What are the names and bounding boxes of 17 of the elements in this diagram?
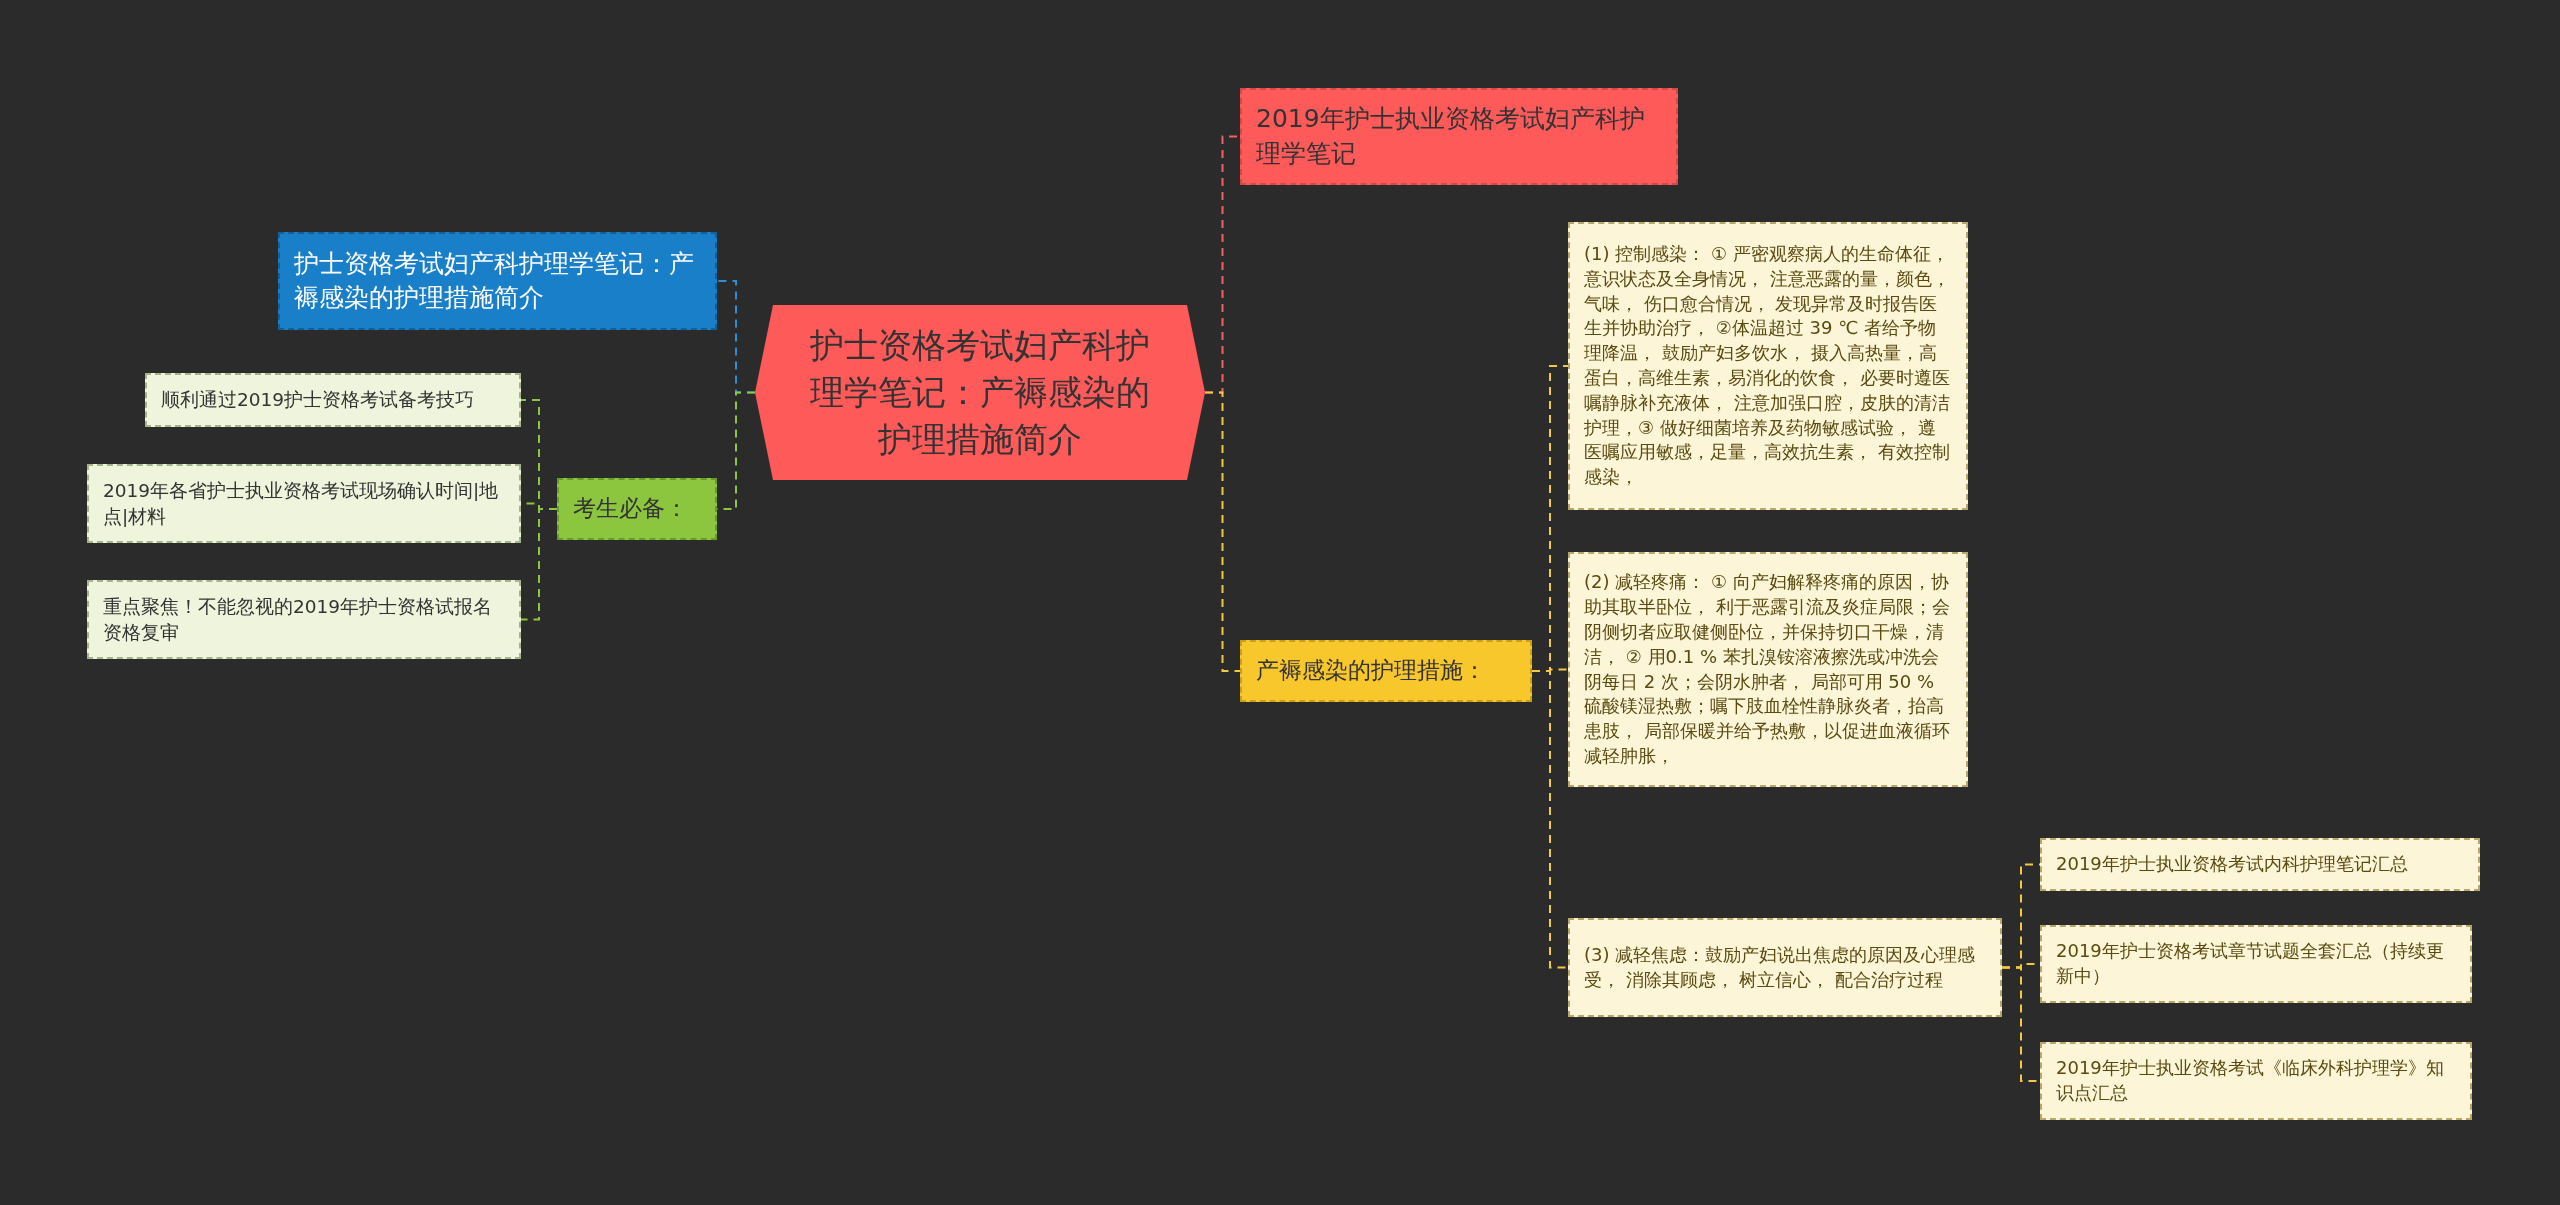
note-box: 顺利通过2019护士资格考试备考技巧 xyxy=(145,373,521,427)
connector-line xyxy=(1531,670,1569,969)
note-box: (1) 控制感染： ① 严密观察病人的生命体征，意识状态及全身情况， 注意恶露的量，颜色，气味， 伤口愈合情况， 发现异常及时报告医生并协助治疗， ②体温超过 39 ℃ 者给予物理降温， 鼓励产妇多饮水， 摄入高热量，高蛋白，高维生素，易消化的饮食， 必要时遵医嘱静脉补充液体， 注意加强口腔，皮肤的清洁护理，③ 做好细菌培养及药物敏感试验， 遵医嘱应用敏感，足量，高效抗生素， 有效控制感染， xyxy=(1568,222,1968,510)
topic-box: 2019年护士执业资格考试妇产科护理学笔记 xyxy=(1240,88,1678,185)
note-box: 2019年各省护士执业资格考试现场确认时间|地点|材料 xyxy=(87,464,521,544)
note-box: 2019年护士执业资格考试内科护理笔记汇总 xyxy=(2040,838,2480,891)
note-box: 2019年护士执业资格考试《临床外科护理学》知识点汇总 xyxy=(2040,1042,2472,1120)
note-box: (3) 减轻焦虑：鼓励产妇说出焦虑的原因及心理感受， 消除其顾虑， 树立信心， 配合治疗过程 xyxy=(1568,918,2002,1017)
connector-line xyxy=(520,508,558,621)
topic-box: 考生必备： xyxy=(557,478,717,540)
connector-line xyxy=(1204,391,1241,672)
note-box: 2019年护士资格考试章节试题全套汇总（持续更新中） xyxy=(2040,925,2472,1003)
note-box: (2) 减轻疼痛： ① 向产妇解释疼痛的原因，协助其取半卧位， 利于恶露引流及炎症局限；会阴侧切者应取健侧卧位，并保持切口干燥，清洁， ② 用0.1 % 苯扎溴铵溶液擦洗或冲洗会阴每日 2 次；会阴水肿者， 局部可用 50 % 硫酸镁湿热敷；嘱下肢血栓性静脉炎者，抬高患肢， 局部保暖并给予热敷，以促进血液循环减轻肿胀， xyxy=(1568,552,1968,787)
central-topic: 护士资格考试妇产科护理学笔记：产褥感染的护理措施简介 xyxy=(755,305,1205,480)
note-box: 重点聚焦！不能忽视的2019年护士资格试报名资格复审 xyxy=(87,580,521,660)
topic-box: 产褥感染的护理措施： xyxy=(1240,640,1532,702)
topic-box: 护士资格考试妇产科护理学笔记：产褥感染的护理措施简介 xyxy=(278,232,717,330)
